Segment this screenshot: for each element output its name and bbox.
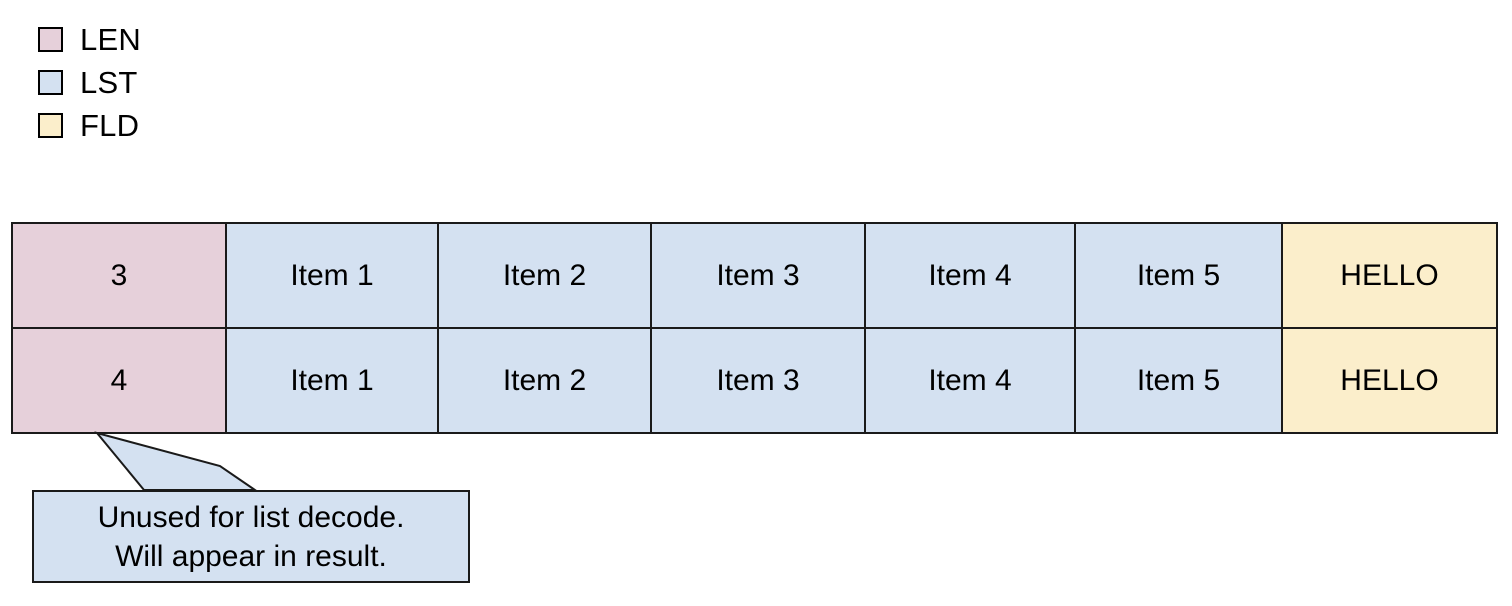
packet-layout-table: 3 Item 1 Item 2 Item 3 Item 4 Item 5 HEL… (11, 222, 1498, 434)
cell-lst-row2-4: Item 4 (864, 327, 1076, 434)
legend-item-fld: FLD (38, 104, 338, 147)
cell-lst-row1-3: Item 3 (650, 222, 866, 329)
cell-lst-row1-4: Item 4 (864, 222, 1076, 329)
swatch-icon-lst (38, 70, 63, 95)
cell-fld-row2: HELLO (1281, 327, 1498, 434)
legend-item-lst: LST (38, 61, 338, 104)
cell-lst-row2-2: Item 2 (437, 327, 652, 434)
callout-line-1: Unused for list decode. (97, 500, 405, 534)
cell-lst-row2-3: Item 3 (650, 327, 866, 434)
table-row: 3 Item 1 Item 2 Item 3 Item 4 Item 5 HEL… (11, 222, 1498, 329)
cell-lst-row2-5: Item 5 (1074, 327, 1283, 434)
table-row: 4 Item 1 Item 2 Item 3 Item 4 Item 5 HEL… (11, 327, 1498, 434)
cell-lst-row2-1: Item 1 (225, 327, 439, 434)
callout-box: Unused for list decode. Will appear in r… (32, 490, 470, 583)
cell-lst-row1-2: Item 2 (437, 222, 652, 329)
legend: LEN LST FLD (38, 18, 338, 147)
swatch-icon-fld (38, 113, 63, 138)
callout-line-2: Will appear in result. (115, 539, 387, 573)
cell-fld-row1: HELLO (1281, 222, 1498, 329)
cell-lst-row1-5: Item 5 (1074, 222, 1283, 329)
legend-label-lst: LST (80, 65, 138, 100)
legend-label-fld: FLD (80, 108, 140, 143)
cell-len-row1: 3 (11, 222, 227, 329)
cell-len-row2: 4 (11, 327, 227, 434)
legend-item-len: LEN (38, 18, 338, 61)
callout-pointer-icon (94, 431, 259, 491)
legend-label-len: LEN (80, 22, 141, 57)
swatch-icon-len (38, 27, 63, 52)
cell-lst-row1-1: Item 1 (225, 222, 439, 329)
